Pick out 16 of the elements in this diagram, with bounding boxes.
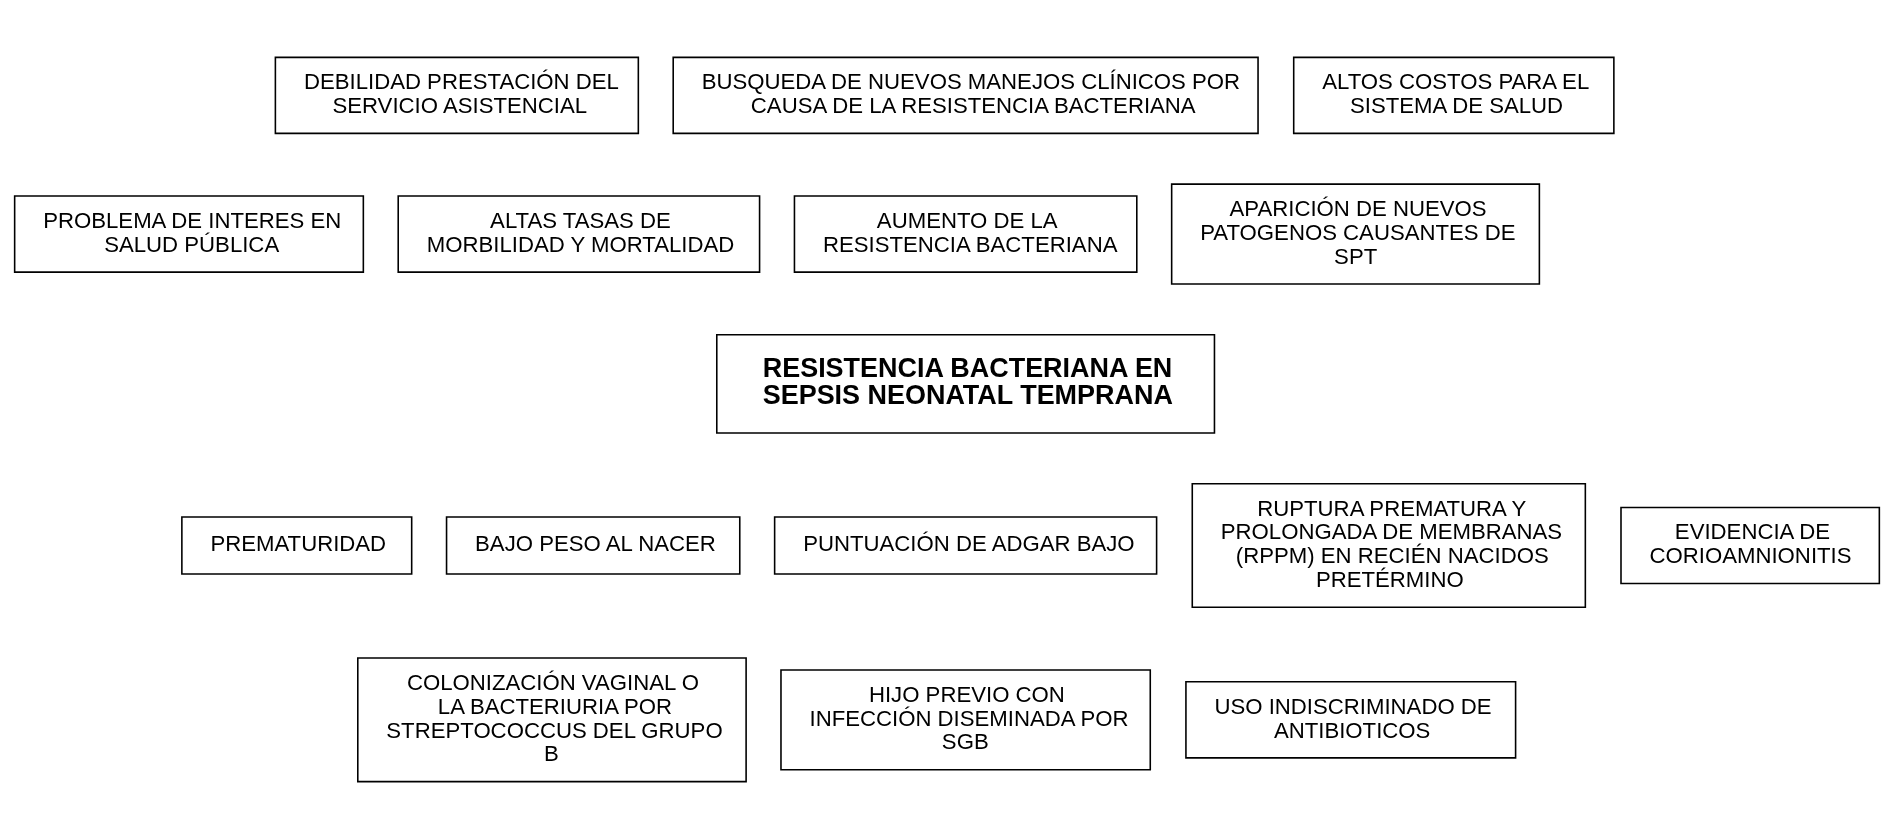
node-box: PROBLEMA DE INTERES EN SALUD PÚBLICA (13, 195, 365, 273)
node-box: PREMATURIDAD (181, 516, 413, 575)
node-box: DEBILIDAD PRESTACIÓN DEL SERVICIO ASISTENCIAL (274, 56, 640, 135)
node-box: PUNTUACIÓN DE ADGAR BAJO (773, 516, 1158, 575)
node-box: ALTOS COSTOS PARA EL SISTEMA DE SALUD (1292, 56, 1615, 135)
node-box: USO INDISCRIMINADO DE ANTIBIOTICOS (1185, 681, 1517, 759)
node-box: BUSQUEDA DE NUEVOS MANEJOS CLÍNICOS POR CAUSA DE LA RESISTENCIA BACTERIANA (672, 56, 1259, 135)
node-box: BAJO PESO AL NACER (445, 516, 741, 575)
node-box: HIJO PREVIO CON INFECCIÓN DISEMINADA POR SGB (780, 669, 1152, 771)
node-box: ALTAS TASAS DE MORBILIDAD Y MORTALIDAD (397, 195, 761, 273)
node-box: APARICIÓN DE NUEVOS PATOGENOS CAUSANTES DE SPT (1170, 183, 1541, 285)
node-box: AUMENTO DE LA RESISTENCIA BACTERIANA (793, 195, 1138, 273)
node-box: COLONIZACIÓN VAGINAL O LA BACTERIURIA POR STREPTOCOCCUS DEL GRUPO B (357, 657, 747, 783)
node-box: RESISTENCIA BACTERIANA EN SEPSIS NEONATAL TEMPRANA (716, 333, 1216, 434)
node-box: RUPTURA PREMATURA Y PROLONGADA DE MEMBRANAS (RPPM) EN RECIÉN NACIDOS PRETÉRMINO (1191, 482, 1587, 609)
node-box: EVIDENCIA DE CORIOAMNIONITIS (1620, 506, 1881, 585)
